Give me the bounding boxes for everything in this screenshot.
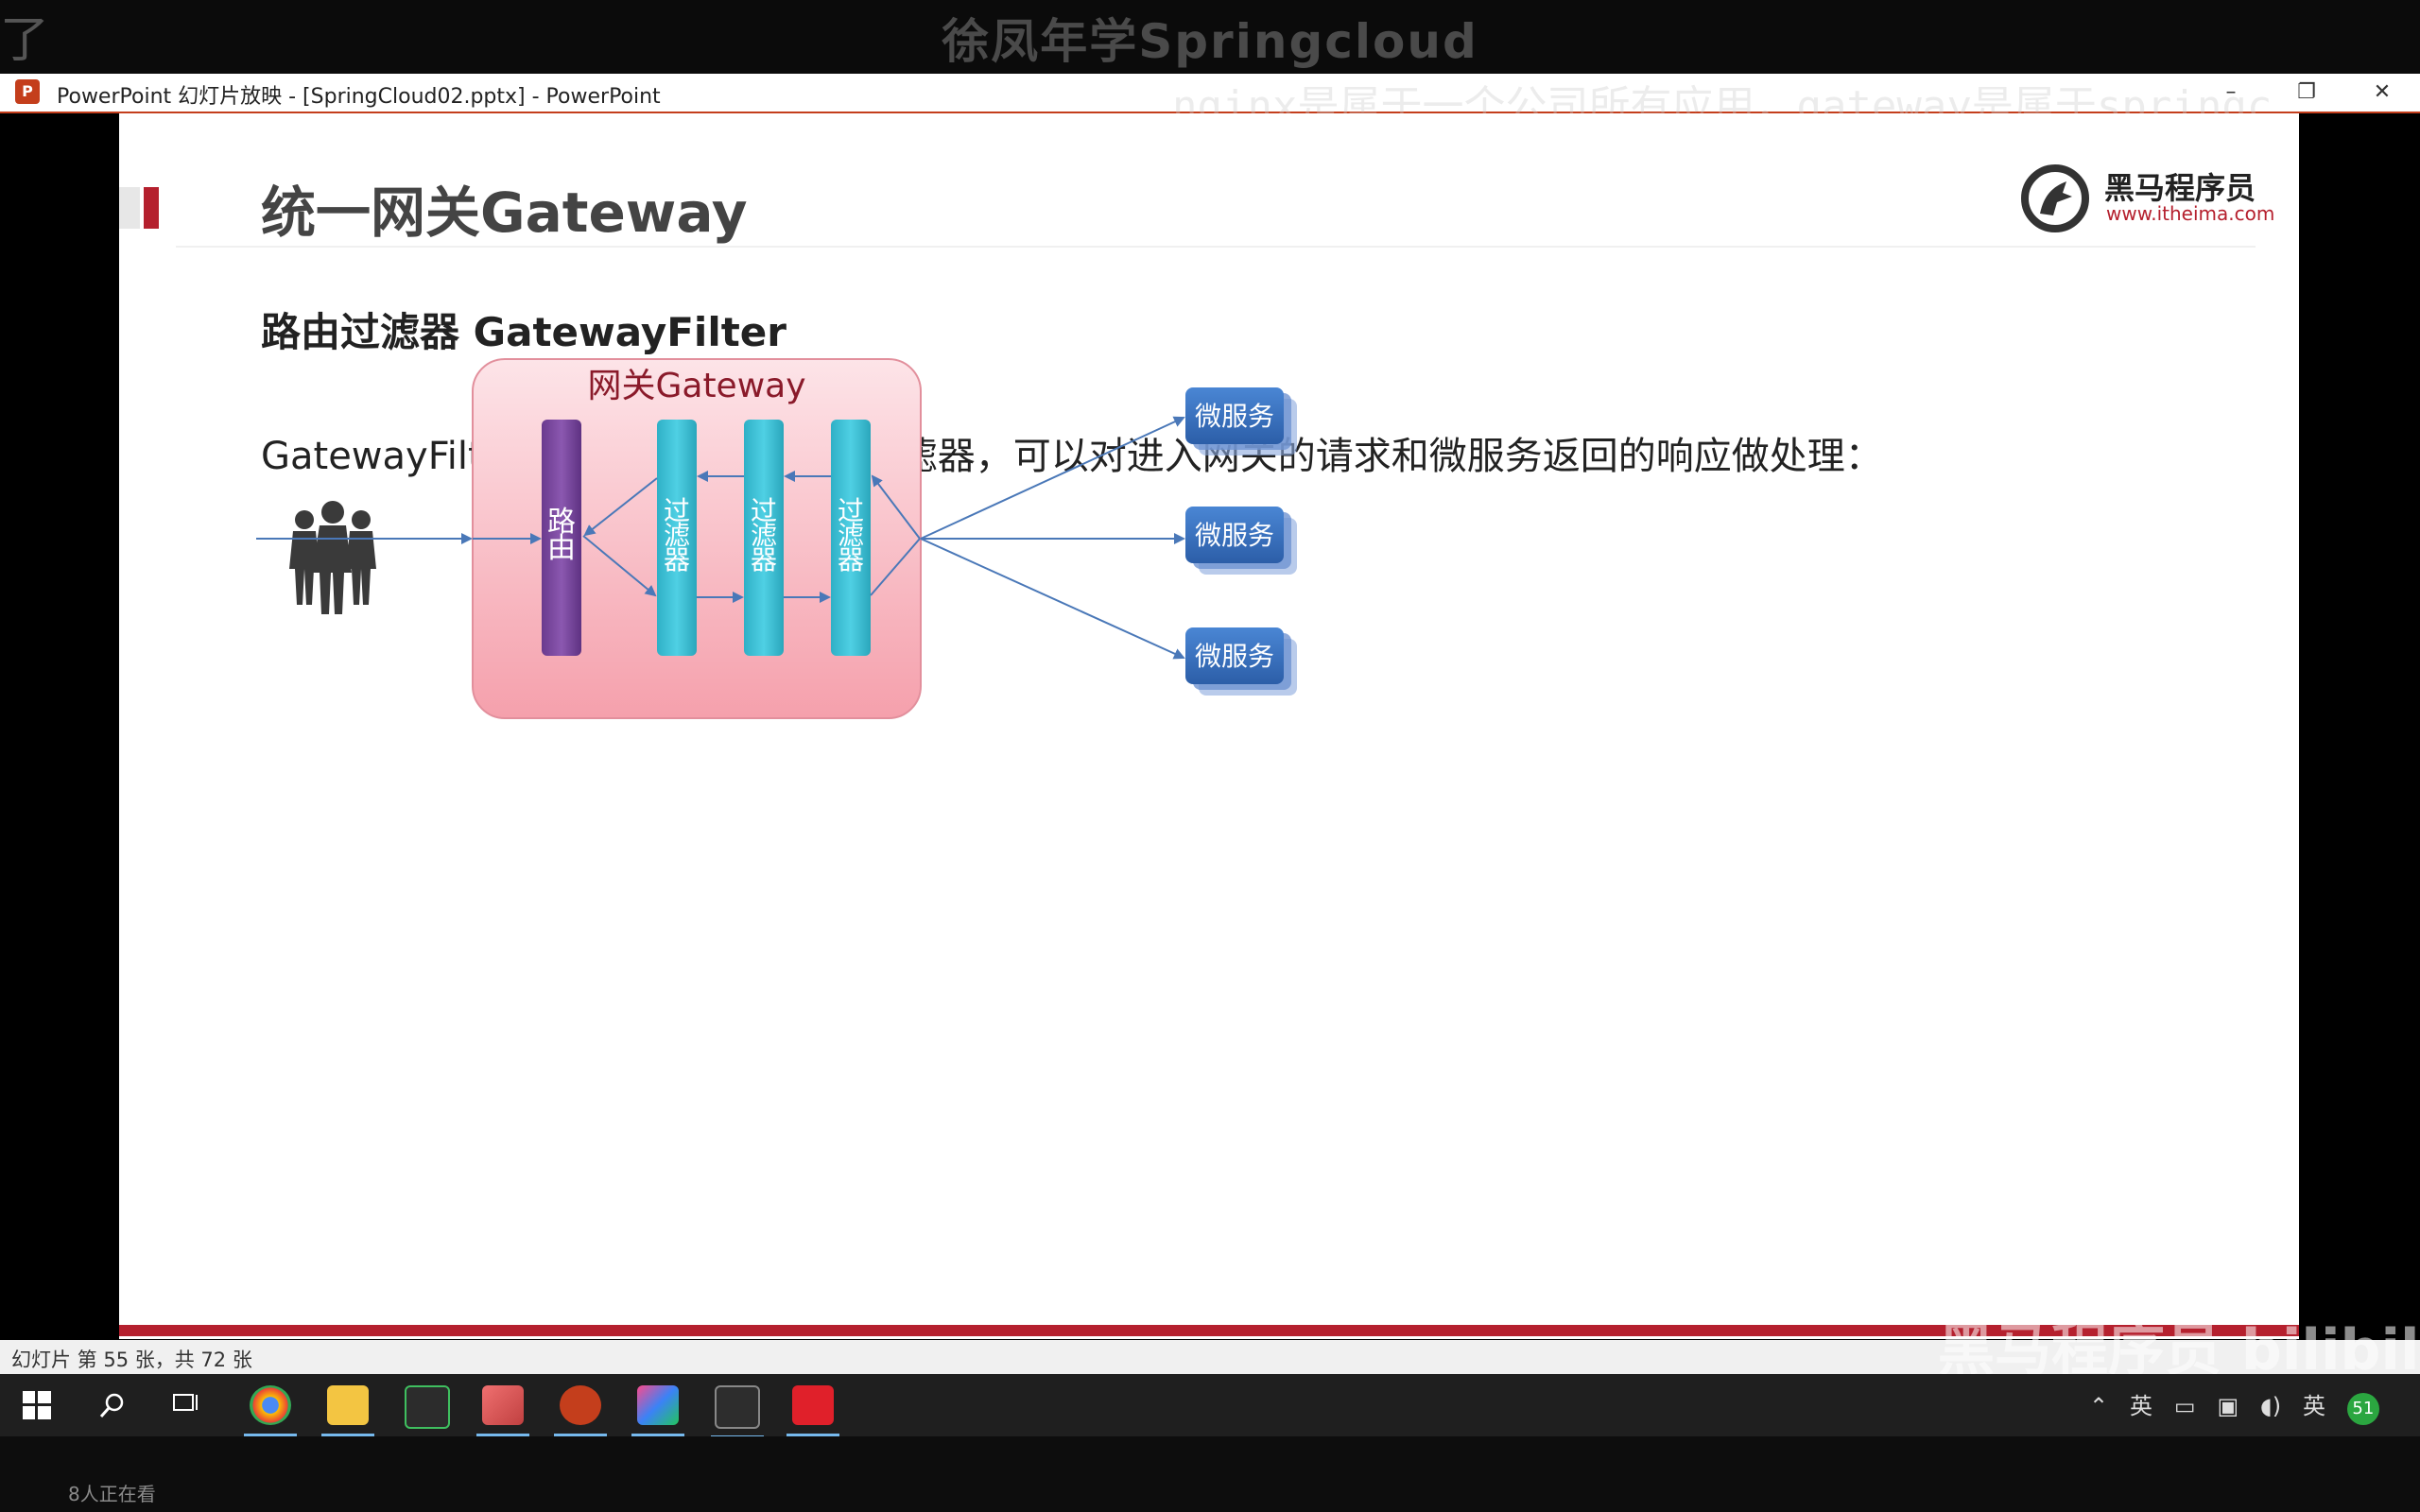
router-label-2: 由 bbox=[547, 532, 576, 565]
intellij-icon[interactable] bbox=[631, 1385, 684, 1436]
terminal-icon[interactable] bbox=[711, 1385, 764, 1438]
section-heading: 路由过滤器 GatewayFilter bbox=[261, 309, 786, 355]
microservice-label-1: 微服务 bbox=[1195, 401, 1274, 432]
task-view-icon[interactable] bbox=[172, 1391, 202, 1419]
powerpoint-taskbar-icon[interactable] bbox=[554, 1385, 607, 1436]
battery-icon[interactable]: ▭ bbox=[2173, 1393, 2196, 1419]
filter-1-char-3: 器 bbox=[664, 544, 690, 576]
viewer-strip bbox=[0, 1436, 2420, 1512]
viewer-count: 8人正在看 bbox=[68, 1483, 156, 1505]
network-icon[interactable]: ▣ bbox=[2217, 1393, 2239, 1419]
slide[interactable]: 统一网关Gateway 黑马程序员 www.itheima.com 路由过滤器 … bbox=[119, 113, 2299, 1339]
users-icon bbox=[289, 501, 376, 614]
router-label-1: 路 bbox=[547, 506, 576, 539]
status-bar: 幻灯片 第 55 张，共 72 张 bbox=[0, 1340, 2420, 1374]
filter-1-char-1: 过 bbox=[664, 495, 690, 526]
microservice-box-3: 微服务 bbox=[1185, 627, 1297, 696]
banner-title: 徐凤年学Springcloud bbox=[942, 14, 1478, 69]
restore-button[interactable]: ❐ bbox=[2297, 80, 2316, 104]
filter-3-char-2: 滤 bbox=[838, 520, 864, 551]
logo-url: www.itheima.com bbox=[2106, 202, 2275, 225]
flow-arrows bbox=[256, 416, 1185, 660]
stream-banner: 了 徐凤年学Springcloud bbox=[0, 0, 2420, 74]
gateway-label: 网关Gateway bbox=[587, 367, 805, 405]
slide-title: 统一网关Gateway bbox=[261, 180, 748, 245]
bilibili-watermark: 黑马程序员 bilibili bbox=[1938, 1317, 2420, 1383]
gateway-filter-diagram: 网关Gateway 路 由 过 滤 器 过 滤 器 过 滤 器 bbox=[256, 358, 1297, 719]
file-explorer-icon[interactable] bbox=[321, 1385, 374, 1436]
chrome-icon[interactable] bbox=[244, 1385, 297, 1436]
router-column bbox=[542, 420, 581, 656]
filter-column-1 bbox=[657, 420, 697, 656]
microservice-box-2: 微服务 bbox=[1185, 507, 1297, 575]
filter-2-char-1: 过 bbox=[751, 495, 777, 526]
title-divider bbox=[176, 246, 2256, 248]
microservice-box-1: 微服务 bbox=[1185, 387, 1297, 455]
logo-text: 黑马程序员 bbox=[2104, 170, 2256, 206]
microservice-label-2: 微服务 bbox=[1195, 520, 1274, 551]
eraser-app-icon[interactable] bbox=[476, 1385, 529, 1436]
youdao-icon[interactable] bbox=[786, 1385, 839, 1436]
filter-column-2 bbox=[744, 420, 784, 656]
filter-column-3 bbox=[831, 420, 871, 656]
minimize-button[interactable]: – bbox=[2225, 80, 2237, 104]
notification-badge[interactable]: 51 bbox=[2346, 1393, 2379, 1425]
taskbar: ⌃ 英 ▭ ▣ ◖) 英 51 bbox=[0, 1374, 2420, 1438]
ime-indicator[interactable]: 英 bbox=[2130, 1393, 2152, 1419]
close-button[interactable]: ✕ bbox=[2373, 80, 2392, 104]
filter-2-char-3: 器 bbox=[751, 544, 777, 576]
chevron-up-icon[interactable]: ⌃ bbox=[2089, 1393, 2109, 1419]
window-titlebar: P PowerPoint 幻灯片放映 - [SpringCloud02.pptx… bbox=[0, 74, 2420, 113]
microservice-label-3: 微服务 bbox=[1195, 641, 1274, 672]
filter-3-char-3: 器 bbox=[838, 544, 864, 576]
slide-footer-strip bbox=[119, 1325, 2299, 1336]
filter-1-char-2: 滤 bbox=[664, 520, 690, 551]
title-accent-gray bbox=[119, 187, 140, 229]
filter-2-char-2: 滤 bbox=[751, 520, 777, 551]
window-title: PowerPoint 幻灯片放映 - [SpringCloud02.pptx] … bbox=[57, 85, 661, 109]
itheima-logo: 黑马程序员 www.itheima.com bbox=[2019, 159, 2274, 234]
powerpoint-icon: P bbox=[15, 79, 40, 104]
filter-3-char-1: 过 bbox=[838, 495, 864, 526]
title-accent-red bbox=[144, 187, 159, 229]
volume-icon[interactable]: ◖) bbox=[2260, 1393, 2282, 1419]
system-tray[interactable]: ⌃ 英 ▭ ▣ ◖) 英 51 bbox=[2089, 1387, 2379, 1425]
search-icon[interactable] bbox=[98, 1391, 127, 1419]
banner-fragment: 了 bbox=[0, 12, 50, 69]
slide-counter: 幻灯片 第 55 张，共 72 张 bbox=[11, 1349, 252, 1371]
notebook-icon[interactable] bbox=[405, 1385, 450, 1429]
horse-logo-icon bbox=[2021, 164, 2089, 232]
ime-language[interactable]: 英 bbox=[2302, 1393, 2325, 1419]
windows-start-icon[interactable] bbox=[23, 1391, 51, 1419]
